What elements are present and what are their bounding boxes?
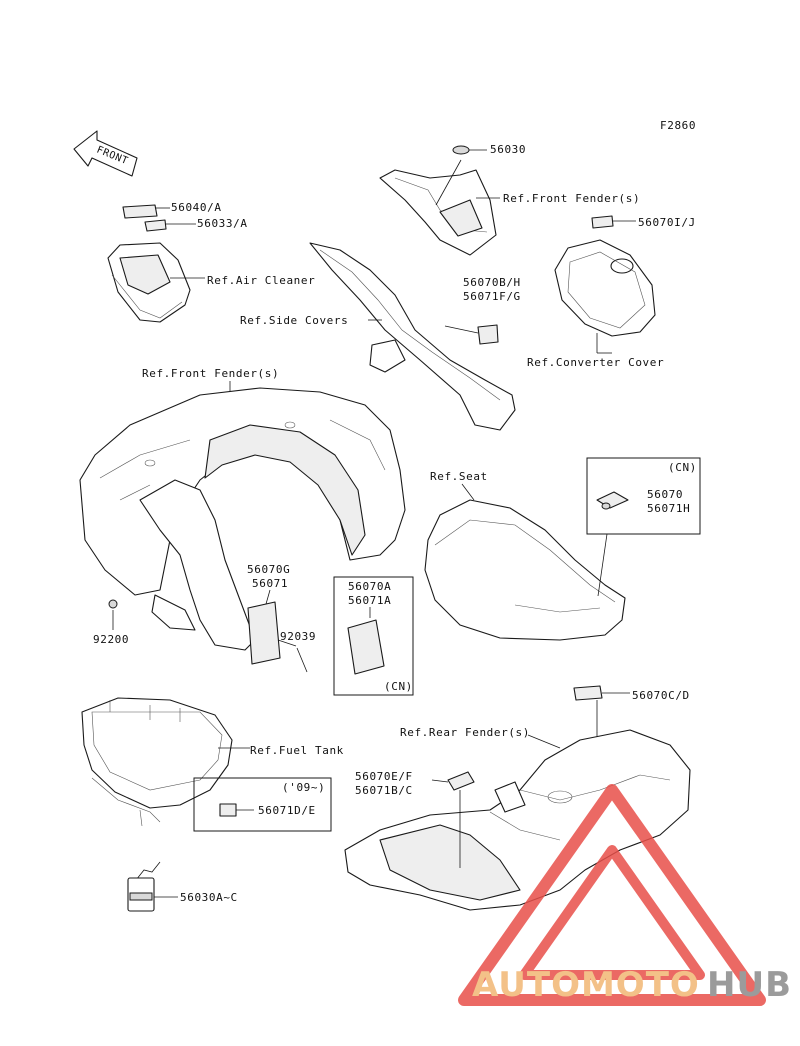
tag-56030AC (127, 861, 178, 912)
label-cn-box-1: (CN) (668, 461, 697, 474)
decal-56071DE (219, 803, 237, 817)
grommet-92200 (108, 599, 118, 609)
label-year-tag: ('09~) (282, 781, 325, 794)
label-ref-seat: Ref.Seat (430, 470, 488, 483)
diagram-code: F2860 (660, 119, 696, 132)
leader-ref-rear-fender (527, 734, 561, 749)
label-56030AC: 56030A~C (180, 891, 238, 904)
label-56070G: 56070G (247, 563, 290, 576)
label-56070EF: 56070E/F (355, 770, 413, 783)
label-56070BH-decal (444, 324, 499, 345)
label-ref-converter-cover: Ref.Converter Cover (527, 356, 664, 369)
decal-56070EF (431, 771, 475, 868)
label-56070CD: 56070C/D (632, 689, 690, 702)
label-56070A: 56070A (348, 580, 391, 593)
decal-56070A (347, 607, 385, 675)
label-ref-air-cleaner: Ref.Air Cleaner (207, 274, 315, 287)
label-56071DE: 56071D/E (258, 804, 316, 817)
year-box-56071DE (193, 777, 332, 832)
label-56030: 56030 (490, 143, 526, 156)
label-56033A: 56033/A (197, 217, 248, 230)
cn-box-56070A (333, 576, 414, 696)
label-cn-box-2: (CN) (384, 680, 413, 693)
air-cleaner-part (107, 204, 205, 323)
front-arrow-icon: FRONT (73, 130, 138, 177)
label-ref-fuel-tank: Ref.Fuel Tank (250, 744, 344, 757)
decal-56070CD (573, 685, 630, 748)
front-fender-large-part (79, 381, 406, 651)
side-cover-part (309, 242, 516, 431)
watermark-text-auto: AUTOMOTO (472, 965, 700, 1005)
label-56071: 56071 (252, 577, 288, 590)
decal-56070G (247, 589, 308, 673)
front-fender-top-part (379, 145, 500, 256)
seat-part (424, 483, 626, 641)
label-56040A: 56040/A (171, 201, 222, 214)
label-56071A: 56071A (348, 594, 391, 607)
watermark-text-hub: HUB (707, 965, 792, 1005)
cn-box-56070 (586, 457, 701, 535)
decal-56070 (596, 491, 629, 510)
label-92200: 92200 (93, 633, 129, 646)
label-56071H: 56071H (647, 502, 690, 515)
leader-cn-seat (597, 533, 608, 597)
automotohub-watermark: AUTOMOTO HUB (458, 784, 792, 1006)
label-ref-front-fender-mid: Ref.Front Fender(s) (142, 367, 279, 380)
rear-fender-part (344, 729, 691, 911)
label-56070IJ: 56070I/J (638, 216, 696, 229)
watermark-triangle-icon (458, 784, 766, 1006)
label-56071BC: 56071B/C (355, 784, 413, 797)
label-ref-front-fender-top: Ref.Front Fender(s) (503, 192, 640, 205)
label-ref-rear-fender: Ref.Rear Fender(s) (400, 726, 530, 739)
label-56071FG: 56071F/G (463, 290, 521, 303)
label-56070BH: 56070B/H (463, 276, 521, 289)
label-56070: 56070 (647, 488, 683, 501)
label-92039: 92039 (280, 630, 316, 643)
label-ref-side-covers: Ref.Side Covers (240, 314, 348, 327)
converter-cover-part (554, 215, 656, 354)
